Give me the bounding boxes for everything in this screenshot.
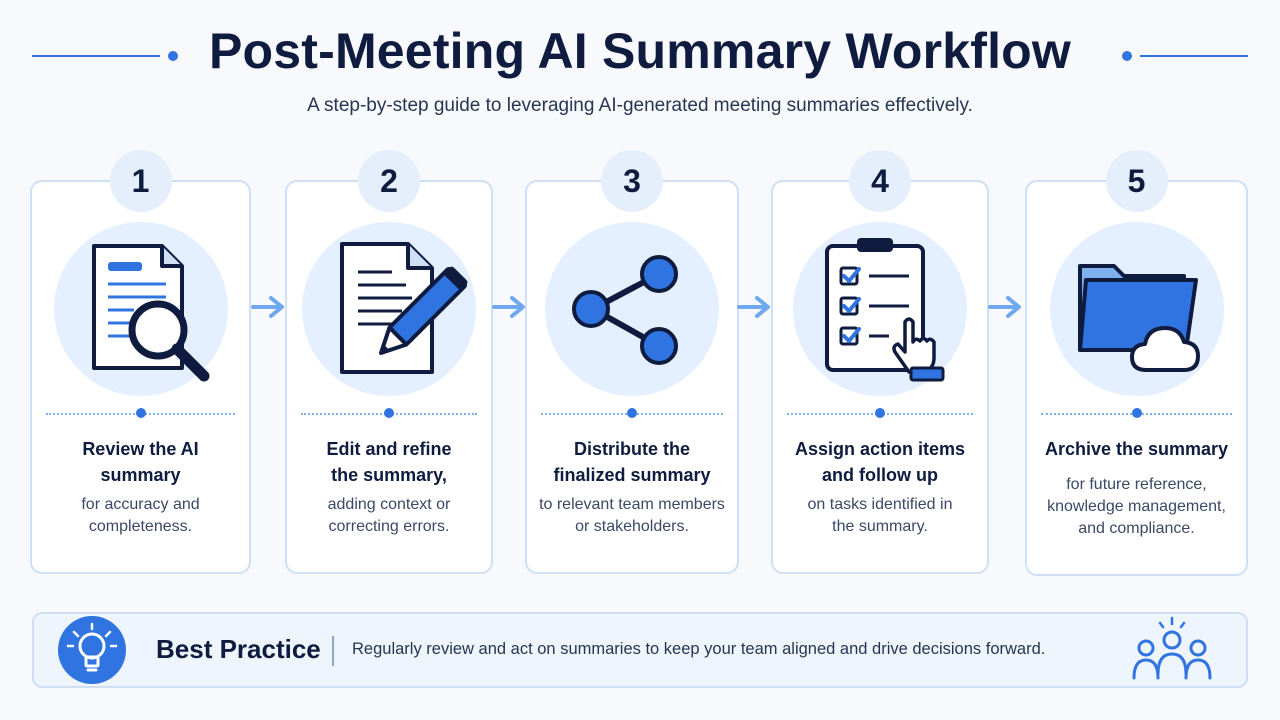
step-card-4: 4 Assign action items and follow up on t… [771, 150, 989, 574]
document-magnifier-icon [53, 222, 228, 396]
step-description: adding context or correcting errors. [295, 494, 483, 538]
step-title-line: Distribute the [573, 439, 690, 459]
folder-cloud-icon [1049, 222, 1224, 396]
best-practice-box: Best Practice Regularly review and act o… [32, 612, 1248, 688]
arrow-right-icon [737, 296, 770, 318]
lightbulb-icon [58, 616, 126, 684]
title-right-dot [1122, 51, 1132, 61]
step-title: Assign action items and follow up [781, 436, 979, 488]
step-desc-line: correcting errors. [328, 518, 450, 535]
step-desc-line: and compliance. [1078, 520, 1195, 537]
step-description: for accuracy and completeness. [40, 494, 241, 538]
step-description: on tasks identified in the summary. [781, 494, 979, 538]
step-desc-line: the summary. [832, 518, 928, 535]
step-number-badge: 2 [358, 150, 420, 212]
step-description: to relevant team members or stakeholders… [535, 494, 729, 538]
step-number-badge: 4 [849, 150, 911, 212]
step-card-5: 5 Archive the summary for future referen… [1025, 150, 1248, 576]
title-left-line [32, 55, 160, 57]
step-separator-dot [135, 408, 146, 418]
step-title-line: summary [100, 465, 181, 485]
step-title-line: Assign action items [794, 439, 966, 459]
step-card-2: 2 Edit and refine the summary, adding co… [285, 150, 493, 574]
arrow-right-icon [492, 296, 525, 318]
step-title-line: Review the AI [82, 439, 199, 459]
step-title: Edit and refine the summary, [295, 436, 483, 488]
document-pencil-icon [302, 222, 476, 396]
step-card-1: 1 Review the AI summary for accuracy and… [30, 150, 251, 574]
step-desc-line: to relevant team members [539, 496, 725, 513]
step-desc-line: for future reference, [1066, 476, 1207, 493]
team-icon [1132, 616, 1212, 680]
step-desc-line: completeness. [88, 518, 193, 535]
page-title: Post-Meeting AI Summary Workflow [208, 23, 1072, 79]
step-desc-line: knowledge management, [1047, 498, 1226, 515]
step-number-badge: 3 [601, 150, 663, 212]
title-right-line [1140, 55, 1248, 57]
step-desc-line: or stakeholders. [575, 518, 689, 535]
step-title-line: Edit and refine [326, 439, 452, 459]
title-left-dot [168, 51, 178, 61]
share-icon [545, 222, 719, 396]
step-title-line: and follow up [822, 465, 938, 485]
step-desc-line: on tasks identified in [807, 496, 953, 513]
step-title-line: the summary, [331, 465, 447, 485]
header: Post-Meeting AI Summary Workflow [0, 22, 1280, 92]
best-practice-title: Best Practice [156, 634, 321, 664]
step-separator-dot [1131, 408, 1142, 418]
arrow-right-icon [251, 296, 284, 318]
step-separator-dot [875, 408, 885, 418]
checklist-icon [793, 222, 967, 396]
step-number-badge: 5 [1105, 150, 1168, 212]
step-desc-line: adding context or [327, 496, 451, 513]
arrow-right-icon [988, 296, 1021, 318]
step-title-line: finalized summary [553, 465, 711, 485]
best-practice-divider [332, 636, 334, 666]
step-title: Archive the summary [1035, 436, 1238, 462]
page-subtitle: A step-by-step guide to leveraging AI-ge… [307, 95, 973, 116]
step-title: Review the AI summary [40, 436, 241, 488]
step-desc-line: for accuracy and [81, 496, 200, 513]
step-number-badge: 1 [109, 150, 172, 212]
step-separator-dot [627, 408, 637, 418]
step-description: for future reference, knowledge manageme… [1035, 474, 1238, 540]
best-practice-text: Regularly review and act on summaries to… [352, 640, 1046, 658]
step-title: Distribute the finalized summary [535, 436, 729, 488]
step-separator-dot [384, 408, 394, 418]
step-title-line: Archive the summary [1044, 439, 1229, 459]
step-card-3: 3 Distribute the finalized summary to re… [525, 150, 739, 574]
